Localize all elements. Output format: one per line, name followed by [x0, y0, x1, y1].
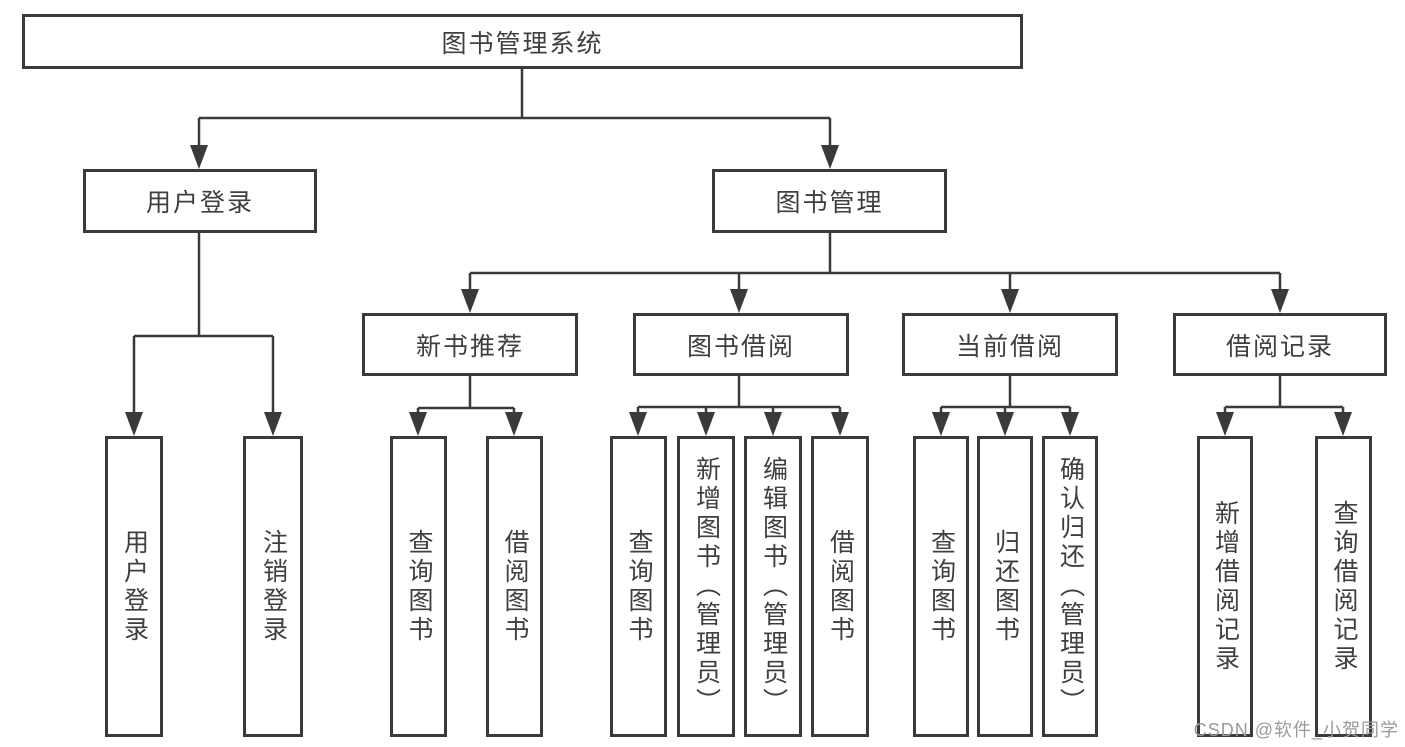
arrowhead-icon: [1061, 412, 1079, 436]
arrowhead-icon: [409, 412, 427, 436]
node-book-management-label: 图书管理: [775, 189, 884, 217]
arrowhead-icon: [697, 412, 715, 436]
arrowhead-icon: [831, 412, 849, 436]
node-bor-query-books-label: 查询图书: [625, 528, 653, 645]
node-log-add-borrow-record: 新增借阅记录: [1197, 436, 1253, 737]
node-rec-borrow-books-label: 借阅图书: [501, 528, 529, 645]
node-book-borrowing: 图书借阅: [633, 313, 849, 376]
arrowhead-icon: [1334, 412, 1352, 436]
node-login: 用户登录: [105, 436, 163, 737]
node-book-management: 图书管理: [712, 169, 947, 233]
node-user-login-label: 用户登录: [145, 189, 254, 217]
node-bor-borrow-books-label: 借阅图书: [826, 528, 855, 645]
node-bor-edit-books-admin-label: 编辑图书（管理员）: [759, 456, 788, 717]
arrowhead-icon: [125, 412, 143, 436]
node-user-login: 用户登录: [83, 169, 317, 233]
node-new-book-recommendation: 新书推荐: [362, 313, 578, 376]
arrowhead-icon: [1001, 289, 1019, 313]
node-cur-query-books: 查询图书: [913, 436, 969, 737]
arrowhead-icon: [1271, 289, 1289, 313]
arrowhead-icon: [932, 412, 950, 436]
arrowhead-icon: [505, 412, 523, 436]
arrowhead-icon: [730, 289, 748, 313]
node-cur-query-books-label: 查询图书: [927, 528, 956, 645]
arrowhead-icon: [461, 289, 479, 313]
node-logout-label: 注销登录: [259, 528, 288, 645]
node-bor-add-books-admin-label: 新增图书（管理员）: [692, 456, 721, 717]
node-cur-return-books: 归还图书: [977, 436, 1033, 737]
arrowhead-icon: [996, 412, 1014, 436]
node-rec-query-books: 查询图书: [390, 436, 447, 737]
node-borrowing-records: 借阅记录: [1173, 313, 1387, 376]
node-log-query-borrow-record: 查询借阅记录: [1315, 436, 1372, 737]
arrowhead-icon: [821, 145, 839, 169]
node-rec-query-books-label: 查询图书: [405, 528, 433, 645]
node-current-borrowing-label: 当前借阅: [955, 332, 1064, 361]
node-system: 图书管理系统: [22, 14, 1023, 69]
arrowhead-icon: [764, 412, 782, 436]
node-bor-add-books-admin: 新增图书（管理员）: [677, 436, 735, 737]
node-log-query-borrow-record-label: 查询借阅记录: [1330, 499, 1358, 674]
node-cur-confirm-return-admin: 确认归还（管理员）: [1042, 436, 1098, 737]
node-system-label: 图书管理系统: [441, 29, 604, 58]
node-login-label: 用户登录: [120, 528, 149, 645]
arrowhead-icon: [1216, 412, 1234, 436]
watermark: CSDN @软件_小贺同学: [1193, 720, 1399, 740]
node-book-borrowing-label: 图书借阅: [686, 332, 795, 361]
node-cur-confirm-return-admin-label: 确认归还（管理员）: [1056, 456, 1085, 717]
node-current-borrowing: 当前借阅: [902, 313, 1118, 376]
node-rec-borrow-books: 借阅图书: [486, 436, 543, 737]
node-logout: 注销登录: [243, 436, 303, 737]
arrowhead-icon: [629, 412, 647, 436]
node-bor-edit-books-admin: 编辑图书（管理员）: [744, 436, 802, 737]
node-bor-query-books: 查询图书: [610, 436, 667, 737]
node-cur-return-books-label: 归还图书: [991, 528, 1020, 645]
node-new-book-recommendation-label: 新书推荐: [415, 332, 524, 361]
arrowhead-icon: [190, 145, 208, 169]
node-bor-borrow-books: 借阅图书: [811, 436, 869, 737]
arrowhead-icon: [264, 412, 282, 436]
node-borrowing-records-label: 借阅记录: [1225, 332, 1334, 361]
node-log-add-borrow-record-label: 新增借阅记录: [1211, 499, 1240, 674]
